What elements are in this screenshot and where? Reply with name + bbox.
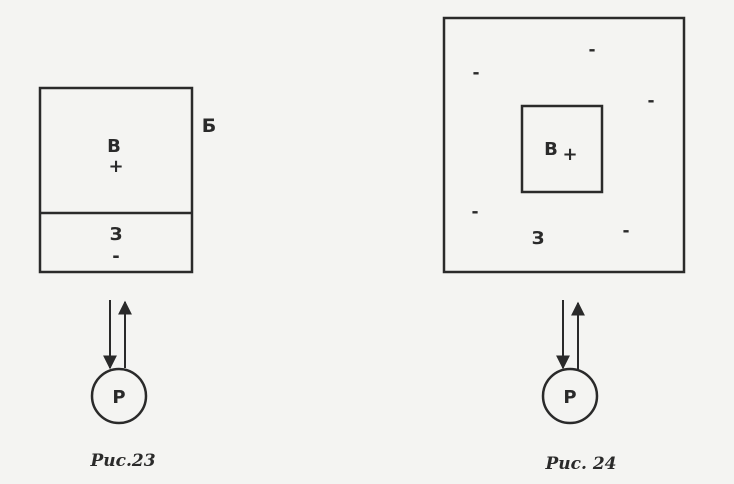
fig23-outer-box: [38, 86, 194, 274]
fig24-sign-1: -: [588, 40, 595, 60]
fig23-top-sign: +: [108, 156, 123, 177]
fig23-side-label: Б: [202, 115, 216, 137]
fig24-circle-label: Р: [563, 387, 576, 408]
fig24-sign-5: -: [622, 221, 629, 241]
fig24-outer-box: [442, 16, 686, 274]
fig24-sign-2: -: [472, 63, 479, 83]
fig23-bottom-sign: -: [112, 246, 119, 267]
fig24-outer-label: З: [532, 228, 545, 249]
fig23-circle: [90, 367, 148, 425]
fig24-sign-3: -: [647, 91, 654, 111]
figure-24: В + З - - - - - Р Рис. 24: [442, 16, 686, 474]
figure-23: В + З - Б Р Рис.23: [38, 86, 216, 471]
fig24-caption: Рис. 24: [545, 454, 617, 474]
fig23-top-label: В: [107, 136, 121, 157]
fig24-inner-sign: +: [562, 144, 577, 165]
fig23-caption: Рис.23: [89, 451, 155, 471]
fig23-circle-label: Р: [112, 387, 125, 408]
fig24-circle: [541, 367, 599, 425]
fig24-sign-4: -: [471, 202, 478, 222]
fig23-bottom-label: З: [110, 224, 123, 245]
fig24-inner-label: В: [544, 139, 558, 160]
fig24-inner-box: [520, 104, 604, 194]
